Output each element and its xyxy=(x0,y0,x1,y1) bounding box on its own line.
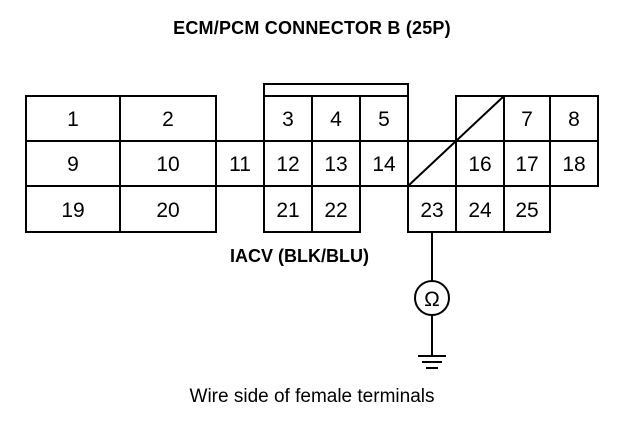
lock-tab xyxy=(263,83,409,96)
diagram-caption: Wire side of female terminals xyxy=(189,386,435,407)
ohm-symbol: Ω xyxy=(424,288,440,311)
terminal-21: 21 xyxy=(276,199,299,222)
terminal-5: 5 xyxy=(378,108,390,131)
terminal-7: 7 xyxy=(521,108,533,131)
grid-lines-center xyxy=(264,96,408,232)
terminal-1: 1 xyxy=(67,108,79,131)
ground-symbol-icon xyxy=(418,355,446,369)
empty-cavity-15 xyxy=(407,140,457,187)
terminal-17: 17 xyxy=(515,153,538,176)
wire-label: IACV (BLK/BLU) xyxy=(230,246,369,266)
terminal-25: 25 xyxy=(515,199,538,222)
terminal-23: 23 xyxy=(420,199,443,222)
terminal-8: 8 xyxy=(568,108,580,131)
grid-lines-right xyxy=(408,96,598,232)
terminal-2: 2 xyxy=(162,108,174,131)
terminal-10: 10 xyxy=(156,153,179,176)
terminal-16: 16 xyxy=(468,153,491,176)
terminal-22: 22 xyxy=(324,199,347,222)
terminal-4: 4 xyxy=(330,108,342,131)
empty-cavity-6 xyxy=(455,95,505,142)
terminal-3: 3 xyxy=(282,108,294,131)
terminal-14: 14 xyxy=(372,153,396,176)
terminal-20: 20 xyxy=(156,199,179,222)
terminal-13: 13 xyxy=(324,153,347,176)
terminal-18: 18 xyxy=(562,153,585,176)
terminal-12: 12 xyxy=(276,153,299,176)
terminal-11: 11 xyxy=(229,153,251,176)
diagram-title: ECM/PCM CONNECTOR B (25P) xyxy=(173,18,451,38)
terminal-19: 19 xyxy=(61,199,84,222)
terminal-24: 24 xyxy=(468,199,492,222)
terminal-9: 9 xyxy=(67,153,79,176)
grid-lines-left xyxy=(26,96,216,232)
